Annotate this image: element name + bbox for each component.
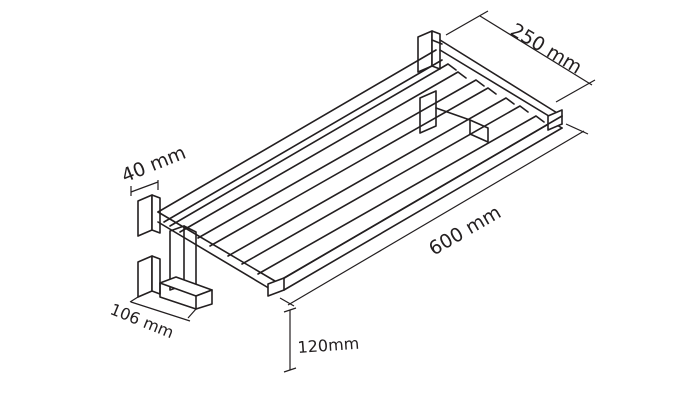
middle-support-plate [419, 90, 489, 143]
front-wall-bracket [137, 194, 213, 310]
dim-length: 600 mm [279, 123, 589, 307]
dim-depth-label: 250 mm [506, 19, 585, 79]
dim-depth: 250 mm [445, 10, 596, 103]
dim-bracket-width-label: 40 mm [118, 142, 189, 188]
dim-height-label: 120mm [297, 334, 360, 357]
rear-wall-bracket [417, 30, 443, 73]
dim-length-label: 600 mm [425, 201, 505, 260]
dim-bracket-width: 40 mm [118, 142, 189, 196]
dim-height: 120mm [283, 307, 360, 373]
front-bar [157, 115, 563, 297]
rails [157, 39, 563, 285]
